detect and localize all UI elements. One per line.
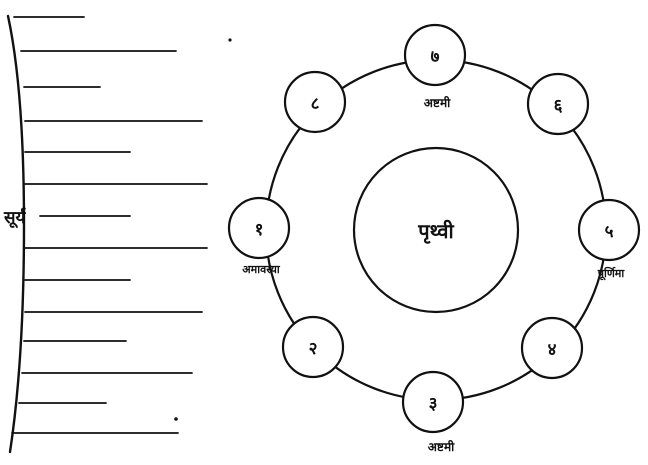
moon-number: १: [255, 220, 264, 240]
moon-2: २: [283, 317, 343, 377]
earth: पृथ्वी: [354, 148, 518, 312]
sun: सूर्य: [3, 16, 207, 452]
moon-6: ६: [528, 74, 588, 134]
sun-label: सूर्य: [3, 207, 26, 229]
moon-number: ५: [605, 222, 614, 242]
moon-number: ८: [311, 94, 320, 114]
moon-1: १ अमावस्या: [229, 198, 289, 276]
moon-8: ८: [285, 72, 345, 132]
moon-caption: अष्टमी: [424, 96, 451, 110]
moon-4: ४: [522, 318, 582, 378]
ink-speck: [174, 417, 178, 421]
moon-number: ७: [431, 47, 440, 67]
moon-caption: अष्टमी: [428, 440, 455, 454]
sun-rays: [12, 17, 207, 433]
moon-7: ७ अष्टमी: [405, 25, 465, 110]
ink-speck: [228, 38, 231, 41]
moon-caption: अमावस्या: [242, 263, 281, 276]
moon-number: ६: [554, 96, 563, 116]
moon-number: २: [309, 339, 318, 359]
earth-label: पृथ्वी: [417, 219, 454, 244]
moon-5: ५ पूर्णिमा: [579, 200, 639, 281]
moon-number: ३: [429, 394, 438, 414]
moon-number: ४: [548, 340, 557, 360]
moon-3: ३ अष्टमी: [403, 372, 463, 454]
sun-edge: [8, 16, 24, 452]
moon-caption: पूर्णिमा: [597, 266, 626, 281]
